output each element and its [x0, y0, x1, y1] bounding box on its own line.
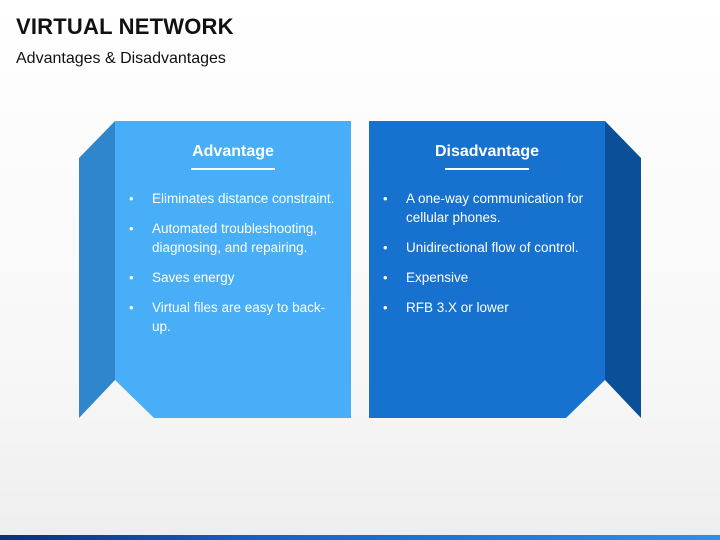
disadvantage-fold [605, 121, 641, 418]
disadvantage-card: Disadvantage •A one-way communication fo… [369, 121, 605, 418]
advantage-fold [79, 121, 115, 418]
bullet-icon: • [129, 300, 134, 315]
advantage-card: Advantage •Eliminates distance constrain… [115, 121, 351, 418]
disadvantage-heading: Disadvantage [434, 143, 540, 160]
page-subtitle: Advantages & Disadvantages [16, 50, 226, 67]
disadvantage-panel [369, 121, 605, 418]
bullet-icon: • [383, 300, 388, 315]
disadvantage-item: •Unidirectional flow of control. [383, 240, 579, 255]
advantage-panel [115, 121, 351, 418]
page-title: VIRTUAL NETWORK [16, 14, 234, 39]
footer-accent-bar [0, 535, 720, 540]
bullet-icon: • [383, 191, 388, 206]
advantage-heading-underline [191, 168, 275, 170]
advantage-list: •Eliminates distance constraint. •Automa… [115, 189, 351, 336]
advantage-item: •Virtual files are easy to back-up. [129, 300, 326, 334]
bullet-icon: • [383, 240, 388, 255]
disadvantage-item: •A one-way communication for cellular ph… [383, 191, 584, 225]
advantage-heading: Advantage [192, 143, 274, 160]
disadvantage-item: •Expensive [383, 270, 469, 285]
bullet-icon: • [129, 221, 134, 236]
disadvantage-heading-underline [445, 168, 529, 170]
disadvantage-item: •RFB 3.X or lower [383, 300, 509, 315]
bullet-icon: • [129, 191, 134, 206]
advantage-item: •Eliminates distance constraint. [129, 191, 335, 206]
bullet-icon: • [383, 270, 388, 285]
disadvantage-list: •A one-way communication for cellular ph… [369, 189, 605, 317]
bullet-icon: • [129, 270, 134, 285]
advantage-item: •Saves energy [129, 270, 235, 285]
advantage-item: •Automated troubleshooting, diagnosing, … [129, 221, 318, 255]
